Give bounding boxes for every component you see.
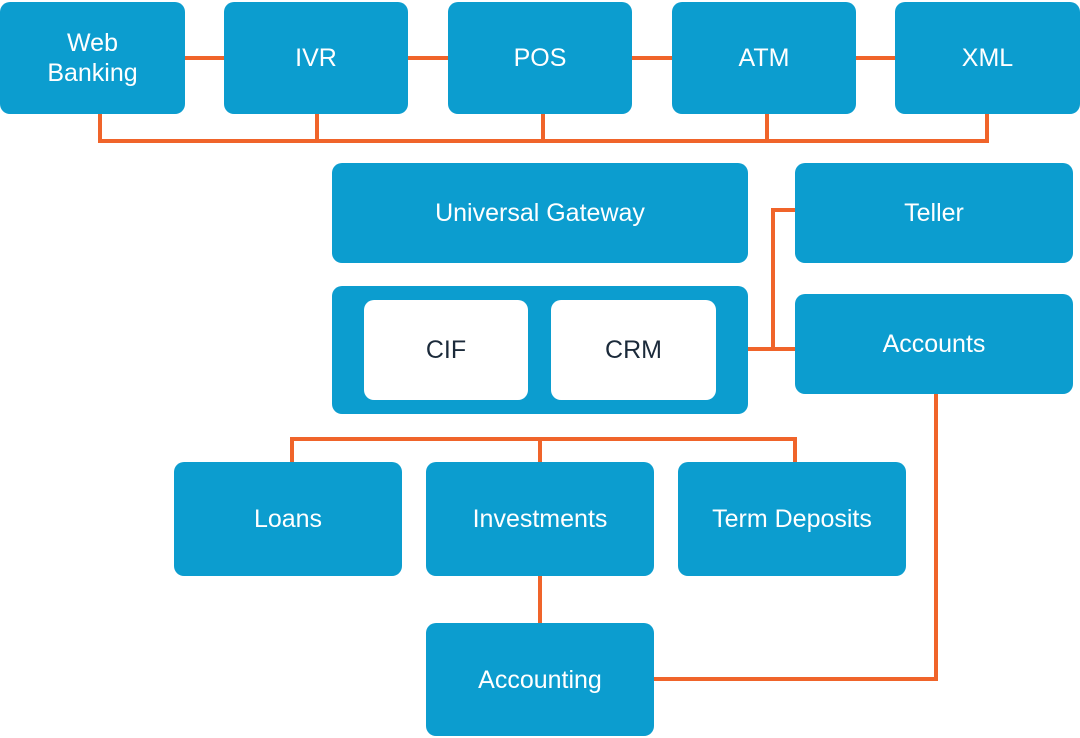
atm-label: ATM — [738, 44, 790, 72]
teller-box: Teller — [795, 163, 1073, 263]
term-deposits-box: Term Deposits — [678, 462, 906, 576]
crm-label: CRM — [605, 335, 662, 364]
pos-box: POS — [448, 2, 632, 114]
loans-label: Loans — [253, 505, 323, 533]
xml-label: XML — [961, 44, 1014, 72]
investments-box: Investments — [426, 462, 654, 576]
ivr-label: IVR — [295, 44, 337, 72]
teller-label: Teller — [904, 199, 964, 227]
cif-label: CIF — [425, 335, 467, 364]
accounting-label: Accounting — [478, 665, 602, 694]
investments-label: Investments — [472, 505, 608, 533]
universal-gateway-box: Universal Gateway — [332, 163, 748, 263]
crm-box: CRM — [551, 300, 716, 400]
xml-box: XML — [895, 2, 1080, 114]
accounts-box: Accounts — [795, 294, 1073, 394]
atm-box: ATM — [672, 2, 856, 114]
accounts-label: Accounts — [882, 330, 986, 358]
term-deposits-label: Term Deposits — [712, 505, 872, 533]
loans-box: Loans — [174, 462, 402, 576]
web-banking-label: Web Banking — [47, 29, 138, 87]
ivr-box: IVR — [224, 2, 408, 114]
pos-label: POS — [513, 44, 567, 72]
universal-gateway-label: Universal Gateway — [435, 199, 645, 227]
cif-box: CIF — [364, 300, 528, 400]
accounting-box: Accounting — [426, 623, 654, 736]
web-banking-box: Web Banking — [0, 2, 185, 114]
